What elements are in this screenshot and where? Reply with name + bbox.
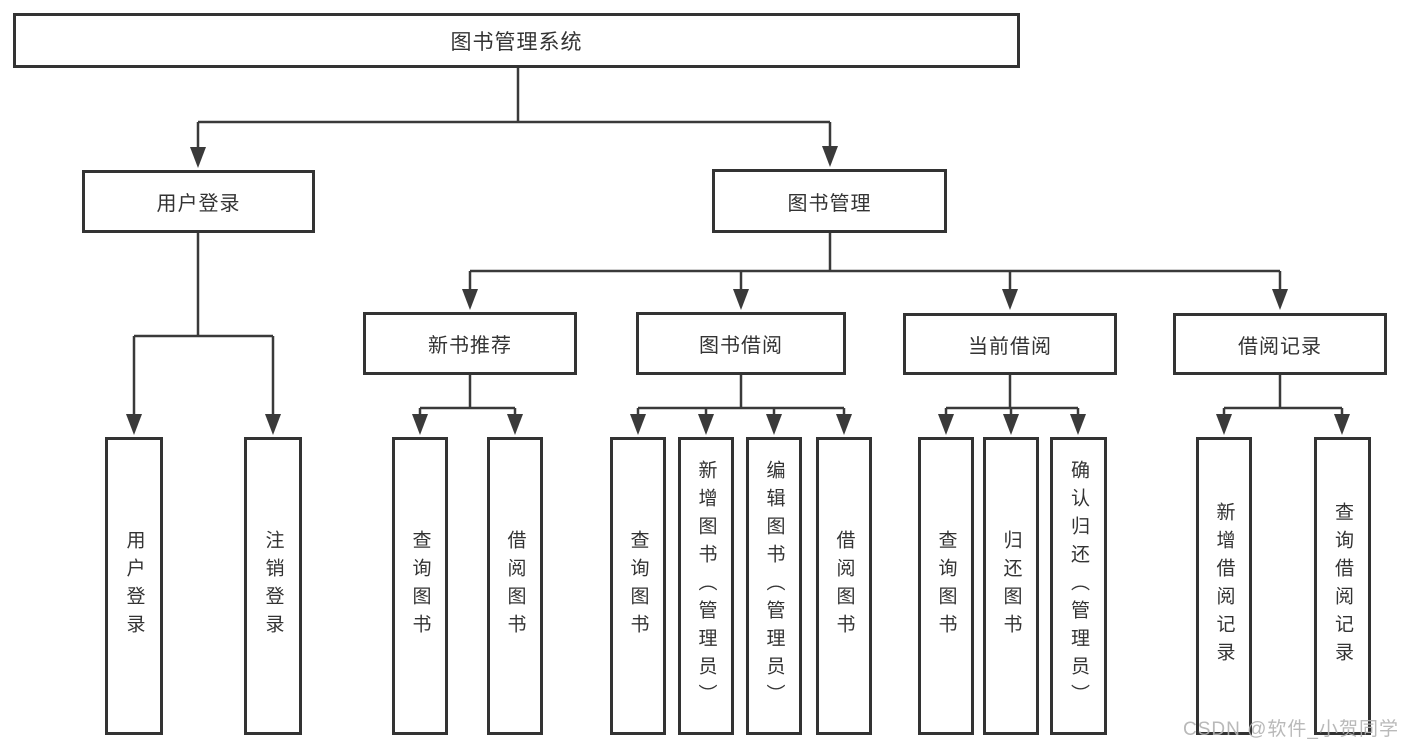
node-label: 新增图书（管理员）	[695, 460, 717, 712]
leaf-logout: 注销登录	[244, 437, 302, 735]
node-label: 用户登录	[156, 193, 241, 215]
leaf-query-book-borrowing: 查询图书	[610, 437, 666, 735]
node-label: 借阅记录	[1238, 335, 1322, 358]
node-book-management-module: 图书管理	[712, 169, 947, 233]
node-label: 查询借阅记录	[1332, 502, 1353, 670]
node-label: 查询图书	[409, 530, 431, 642]
node-label: 图书管理系统	[450, 30, 583, 54]
csdn-watermark: CSDN @软件_小贺同学	[1183, 719, 1399, 740]
leaf-query-book-newbook: 查询图书	[392, 437, 448, 735]
node-label: 用户登录	[123, 530, 145, 642]
node-label: 图书管理	[787, 192, 872, 215]
node-label: 新书推荐	[428, 335, 512, 357]
node-borrowing-records: 借阅记录	[1173, 313, 1387, 375]
node-label: 确认归还（管理员）	[1068, 460, 1089, 712]
node-label: 图书借阅	[699, 335, 783, 357]
leaf-borrow-book-newbook: 借阅图书	[487, 437, 543, 735]
leaf-return-book: 归还图书	[983, 437, 1039, 735]
leaf-query-book-current: 查询图书	[918, 437, 974, 735]
node-label: 当前借阅	[968, 335, 1052, 358]
node-new-book-recommend: 新书推荐	[363, 312, 577, 375]
node-label: 新增借阅记录	[1213, 502, 1235, 670]
node-label: 编辑图书（管理员）	[763, 460, 785, 712]
node-label: 查询图书	[935, 530, 957, 642]
leaf-edit-book-admin: 编辑图书（管理员）	[746, 437, 802, 735]
node-user-login-module: 用户登录	[82, 170, 315, 233]
leaf-confirm-return-admin: 确认归还（管理员）	[1050, 437, 1107, 735]
node-book-borrowing: 图书借阅	[636, 312, 846, 375]
leaf-user-login: 用户登录	[105, 437, 163, 735]
leaf-add-borrow-record: 新增借阅记录	[1196, 437, 1252, 735]
node-label: 注销登录	[262, 530, 284, 642]
node-label: 借阅图书	[833, 530, 855, 642]
leaf-borrow-book-borrowing: 借阅图书	[816, 437, 872, 735]
node-label: 查询图书	[627, 530, 649, 642]
leaf-query-borrow-record: 查询借阅记录	[1314, 437, 1371, 735]
node-label: 借阅图书	[504, 530, 526, 642]
node-label: 归还图书	[1000, 530, 1022, 642]
node-root-library-system: 图书管理系统	[13, 13, 1020, 68]
leaf-add-book-admin: 新增图书（管理员）	[678, 437, 734, 735]
node-current-borrowing: 当前借阅	[903, 313, 1117, 375]
